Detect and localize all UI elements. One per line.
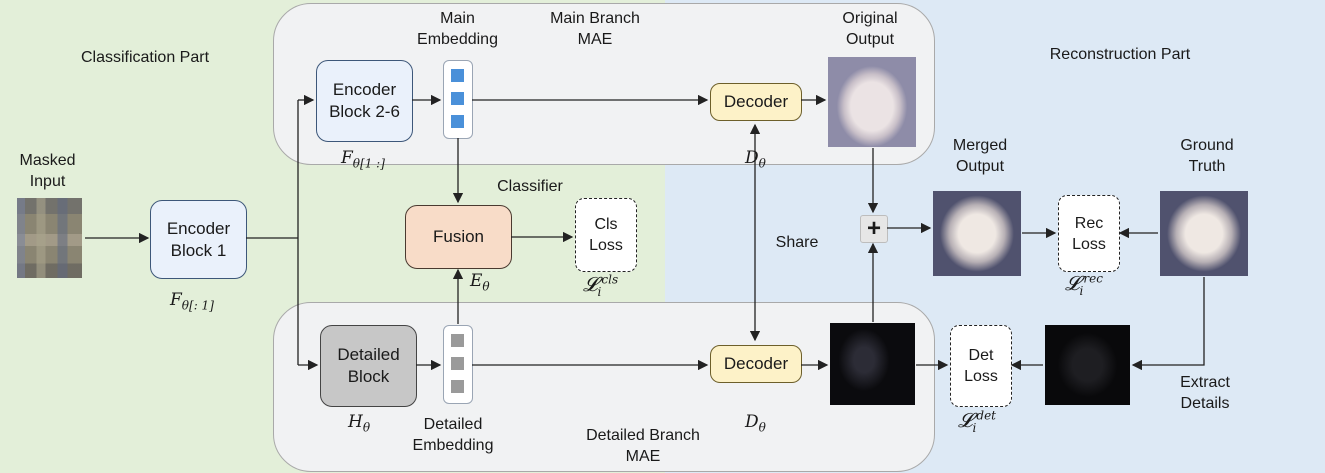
merge-plus-icon: + xyxy=(860,215,888,243)
extracted-details-image xyxy=(1045,325,1130,405)
detailed-block: Detailed Block xyxy=(320,325,417,407)
ground-truth-image xyxy=(1160,191,1248,276)
detailed-embedding xyxy=(443,325,473,404)
reconstruction-part-label: Reconstruction Part xyxy=(1049,46,1191,63)
main-decoder: Decoder xyxy=(710,83,802,121)
det-loss-box: Det Loss xyxy=(950,325,1012,407)
ground-truth-label: Ground Truth xyxy=(1180,137,1234,175)
main-embedding-token xyxy=(451,115,464,128)
extract-details-label: Extract Details xyxy=(1180,374,1230,412)
main-branch-title: Main Branch MAE xyxy=(550,10,640,48)
detailed-embedding-token xyxy=(451,380,464,393)
merged-output-image xyxy=(933,191,1021,276)
main-embedding-token xyxy=(451,92,464,105)
rec-loss-box: Rec Loss xyxy=(1058,195,1120,272)
detailed-embedding-token xyxy=(451,334,464,347)
original-output-image xyxy=(828,57,916,147)
fusion-param: Eθ xyxy=(470,271,490,294)
detailed-decoder-param: Dθ xyxy=(745,412,766,435)
masked-input-label: Masked Input xyxy=(19,152,76,190)
detailed-output-image xyxy=(830,323,915,405)
detailed-branch-title: Detailed Branch MAE xyxy=(586,427,700,465)
masked-input-image xyxy=(17,198,82,278)
detailed-block-param: Hθ xyxy=(348,412,371,435)
classification-part-label: Classification Part xyxy=(80,49,210,66)
detailed-embedding-token xyxy=(451,357,464,370)
detailed-decoder: Decoder xyxy=(710,345,802,383)
main-embedding xyxy=(443,60,473,139)
cls-loss-symbol: 𝓛icls xyxy=(583,272,619,299)
encoder-block-2-6: Encoder Block 2-6 xyxy=(316,60,413,142)
encoder-block-1: Encoder Block 1 xyxy=(150,200,247,279)
fusion-module: Fusion xyxy=(405,205,512,269)
original-output-label: Original Output xyxy=(842,10,898,48)
detailed-embedding-label: Detailed Embedding xyxy=(412,416,494,454)
classifier-label: Classifier xyxy=(497,178,563,195)
merged-output-label: Merged Output xyxy=(952,137,1008,175)
encoder-block-2-6-param: Fθ[1 :] xyxy=(341,148,385,171)
cls-loss-box: Cls Loss xyxy=(575,198,637,272)
det-loss-symbol: 𝓛idet xyxy=(958,408,996,435)
rec-loss-symbol: 𝓛irec xyxy=(1065,271,1103,298)
main-embedding-label: Main Embedding xyxy=(417,10,498,48)
encoder-block-1-param: Fθ[: 1] xyxy=(170,290,214,313)
share-label: Share xyxy=(775,234,819,251)
main-embedding-token xyxy=(451,69,464,82)
